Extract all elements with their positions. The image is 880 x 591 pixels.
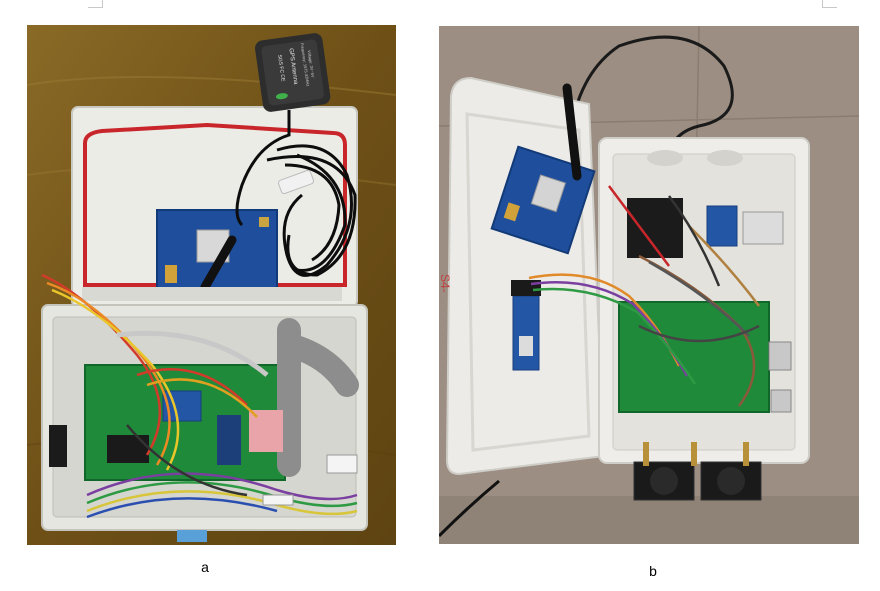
photo-b-illustration: S4-	[439, 26, 859, 544]
gps-antenna-mark: SGS FC CE	[276, 54, 286, 82]
photo-panel-b: S4-	[439, 26, 859, 544]
gps-antenna-frequency: Frequency: 1575.42MHz	[300, 43, 311, 87]
caption-b: b	[649, 563, 657, 579]
photo-a-illustration: GPS Antenna Frequency: 1575.42MHz Voltag…	[27, 25, 396, 545]
cable-tie-white	[277, 169, 315, 195]
wire-bundle-b	[528, 185, 760, 407]
lid-red-gasket	[83, 122, 347, 287]
sensor-module-white	[742, 211, 784, 245]
gsm-antenna-b	[562, 83, 582, 181]
gps-antenna-puck: GPS Antenna Frequency: 1575.42MHz Voltag…	[255, 33, 331, 112]
antenna-cable	[566, 35, 734, 207]
relay-black	[107, 435, 149, 463]
sd-card-module	[512, 295, 540, 371]
wire-bundle	[41, 273, 358, 519]
page-corner-mark-right	[822, 0, 837, 8]
lid-marking: S4-	[439, 274, 452, 293]
gps-cable-coil	[235, 110, 357, 277]
gps-antenna-led	[275, 93, 288, 100]
gps-antenna-voltage: Voltage: 3V~5V	[307, 50, 316, 78]
grey-pipe	[277, 318, 359, 477]
left-connector	[49, 425, 67, 467]
pink-foam	[249, 410, 283, 452]
gsm-antenna	[200, 235, 237, 292]
gsm-module-on-lid	[490, 145, 596, 255]
gps-antenna-label: GPS Antenna	[287, 48, 298, 85]
photo-panel-a: GPS Antenna Frequency: 1575.42MHz Voltag…	[27, 25, 396, 545]
page-corner-mark-left	[88, 0, 103, 8]
caption-a: a	[201, 559, 209, 575]
